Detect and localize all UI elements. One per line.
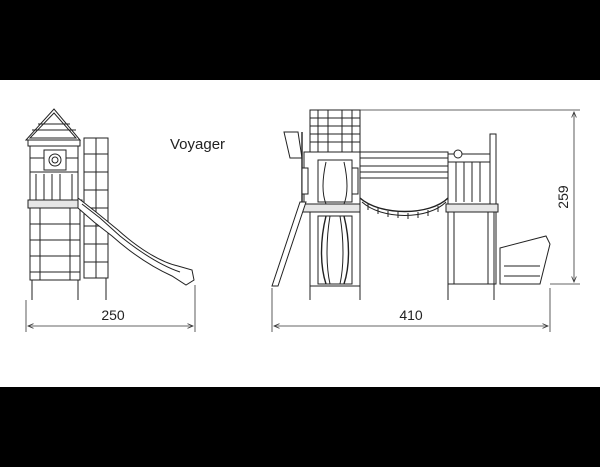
front-right-lower bbox=[447, 211, 495, 285]
front-bridge-rail bbox=[359, 151, 449, 159]
front-width-label: 410 bbox=[399, 307, 423, 323]
front-view-playset bbox=[271, 109, 551, 300]
side-width-dimension: 250 bbox=[25, 285, 196, 332]
technical-drawing: Voyager bbox=[24, 108, 580, 332]
bottom-black-band bbox=[0, 387, 600, 467]
height-label: 259 bbox=[555, 185, 571, 209]
front-flag bbox=[283, 131, 303, 159]
side-lower-frame bbox=[29, 207, 81, 281]
rope-links bbox=[367, 204, 439, 219]
front-ladder-leg bbox=[271, 201, 307, 287]
side-width-label: 250 bbox=[101, 307, 125, 323]
side-slide bbox=[77, 196, 195, 286]
side-view-tower bbox=[24, 108, 195, 300]
product-title: Voyager bbox=[170, 136, 225, 153]
height-dimension: 259 bbox=[360, 109, 580, 285]
front-rope-bridge bbox=[359, 197, 449, 213]
top-black-band bbox=[0, 0, 600, 80]
front-width-dimension: 410 bbox=[271, 288, 551, 332]
front-sandbox bbox=[499, 235, 551, 285]
drawing-canvas: Voyager bbox=[0, 80, 600, 387]
